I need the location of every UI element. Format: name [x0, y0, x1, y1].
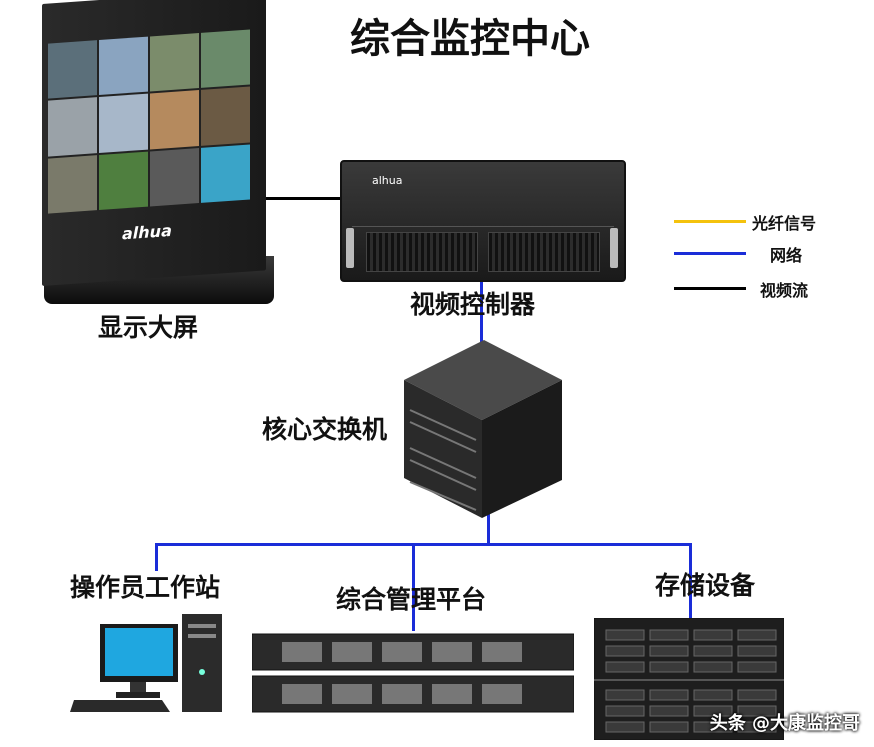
server-drive-bays	[282, 642, 522, 704]
controller-vent-right	[488, 232, 600, 272]
tower-bay	[188, 624, 216, 628]
wall-tile	[99, 151, 148, 210]
wall-tile	[201, 144, 250, 203]
switch-side	[482, 380, 562, 518]
video-controller-label: 视频控制器	[410, 290, 536, 319]
network-line-switch-trunk	[487, 512, 490, 545]
network-line-controller-switch	[480, 278, 483, 348]
network-line-management	[412, 543, 415, 631]
legend-label-video: 视频流	[760, 281, 809, 300]
pc-tower	[182, 614, 222, 712]
wall-tile	[150, 90, 199, 150]
wall-tile	[48, 40, 97, 99]
legend-swatch-fiber	[674, 220, 746, 223]
keyboard	[70, 700, 170, 712]
core-switch-device	[404, 340, 562, 518]
legend-swatch-video	[674, 287, 746, 290]
workstation-device	[70, 614, 222, 712]
tower-bay	[188, 634, 216, 638]
wall-tile	[99, 93, 148, 153]
controller-front-panel	[352, 170, 614, 227]
monitor-neck	[130, 682, 146, 694]
management-server-device	[252, 633, 574, 713]
network-line-workstation	[155, 543, 158, 571]
monitor-screen	[105, 628, 173, 676]
wall-screen-grid	[48, 29, 250, 214]
storage-label: 存储设备	[655, 571, 756, 600]
switch-ports	[409, 409, 477, 511]
wall-tile	[150, 147, 199, 207]
wall-tile	[48, 154, 97, 214]
network-line-storage	[689, 543, 692, 619]
video-stream-line-wall-controller	[262, 197, 342, 200]
controller-handle-left	[346, 228, 354, 268]
monitor-base	[116, 692, 160, 698]
wall-tile	[150, 33, 199, 92]
controller-handle-right	[610, 228, 618, 268]
controller-vent-left	[366, 232, 478, 272]
switch-top	[404, 340, 562, 420]
legend-label-network: 网络	[770, 246, 803, 265]
controller-brand-logo: alhua	[372, 174, 403, 187]
wall-tile	[48, 97, 97, 157]
legend-swatch-network	[674, 252, 746, 255]
workstation-label: 操作员工作站	[70, 573, 221, 602]
wall-tile	[99, 36, 148, 96]
watermark: 头条 @大康监控哥	[709, 713, 860, 734]
network-bus-line	[155, 543, 691, 546]
wall-tile	[201, 29, 250, 89]
video-wall-label: 显示大屏	[98, 313, 199, 342]
storage-disk-bays	[605, 629, 777, 733]
storage-device	[594, 618, 784, 740]
power-light	[199, 669, 205, 675]
video-wall-display: alhua	[42, 0, 274, 304]
wall-frame: alhua	[42, 0, 266, 286]
wall-tile	[201, 86, 250, 146]
management-platform-label: 综合管理平台	[336, 585, 487, 614]
legend-label-fiber: 光纤信号	[752, 214, 817, 233]
wall-brand-logo: alhua	[122, 220, 172, 244]
page-title: 综合监控中心	[350, 16, 590, 62]
video-controller-device: alhua	[340, 160, 626, 282]
core-switch-label: 核心交换机	[262, 415, 388, 444]
